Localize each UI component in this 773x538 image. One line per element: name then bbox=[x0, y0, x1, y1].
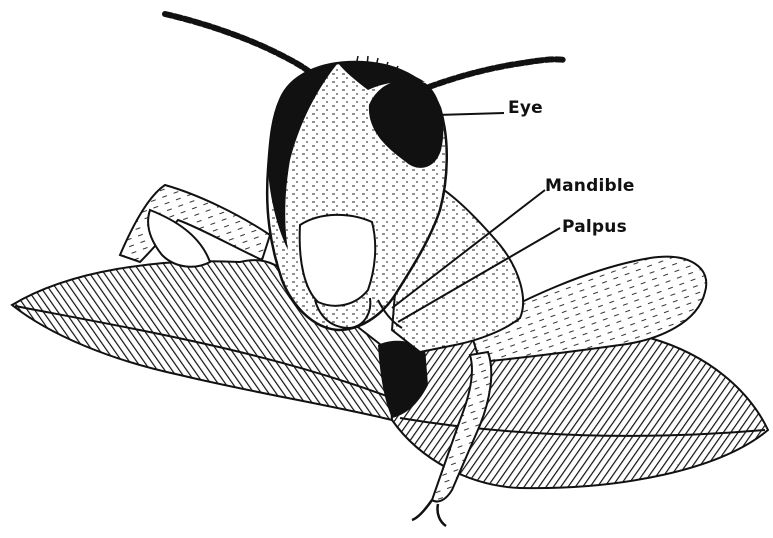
eye-leader-line bbox=[437, 113, 504, 115]
eye-label: Eye bbox=[508, 98, 543, 118]
mandible-label: Mandible bbox=[545, 176, 635, 196]
palpus-label: Palpus bbox=[562, 217, 627, 237]
front-leg-left bbox=[120, 185, 270, 267]
antenna-left bbox=[165, 14, 318, 80]
